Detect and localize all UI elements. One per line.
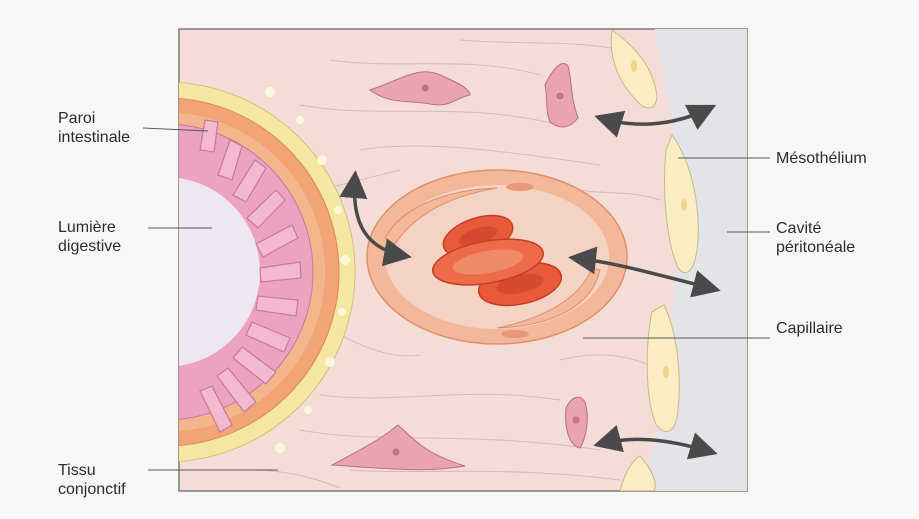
label-lumiere-digestive: Lumière digestive [58,218,121,256]
label-capillaire: Capillaire [776,319,843,338]
label-cavite-peritoneale: Cavité péritonéale [776,219,855,257]
intestinal-lumen [70,177,260,367]
label-mesothelium: Mésothélium [776,149,867,168]
label-paroi-intestinale: Paroi intestinale [58,109,130,147]
label-tissu-conjonctif: Tissu conjonctif [58,461,126,499]
